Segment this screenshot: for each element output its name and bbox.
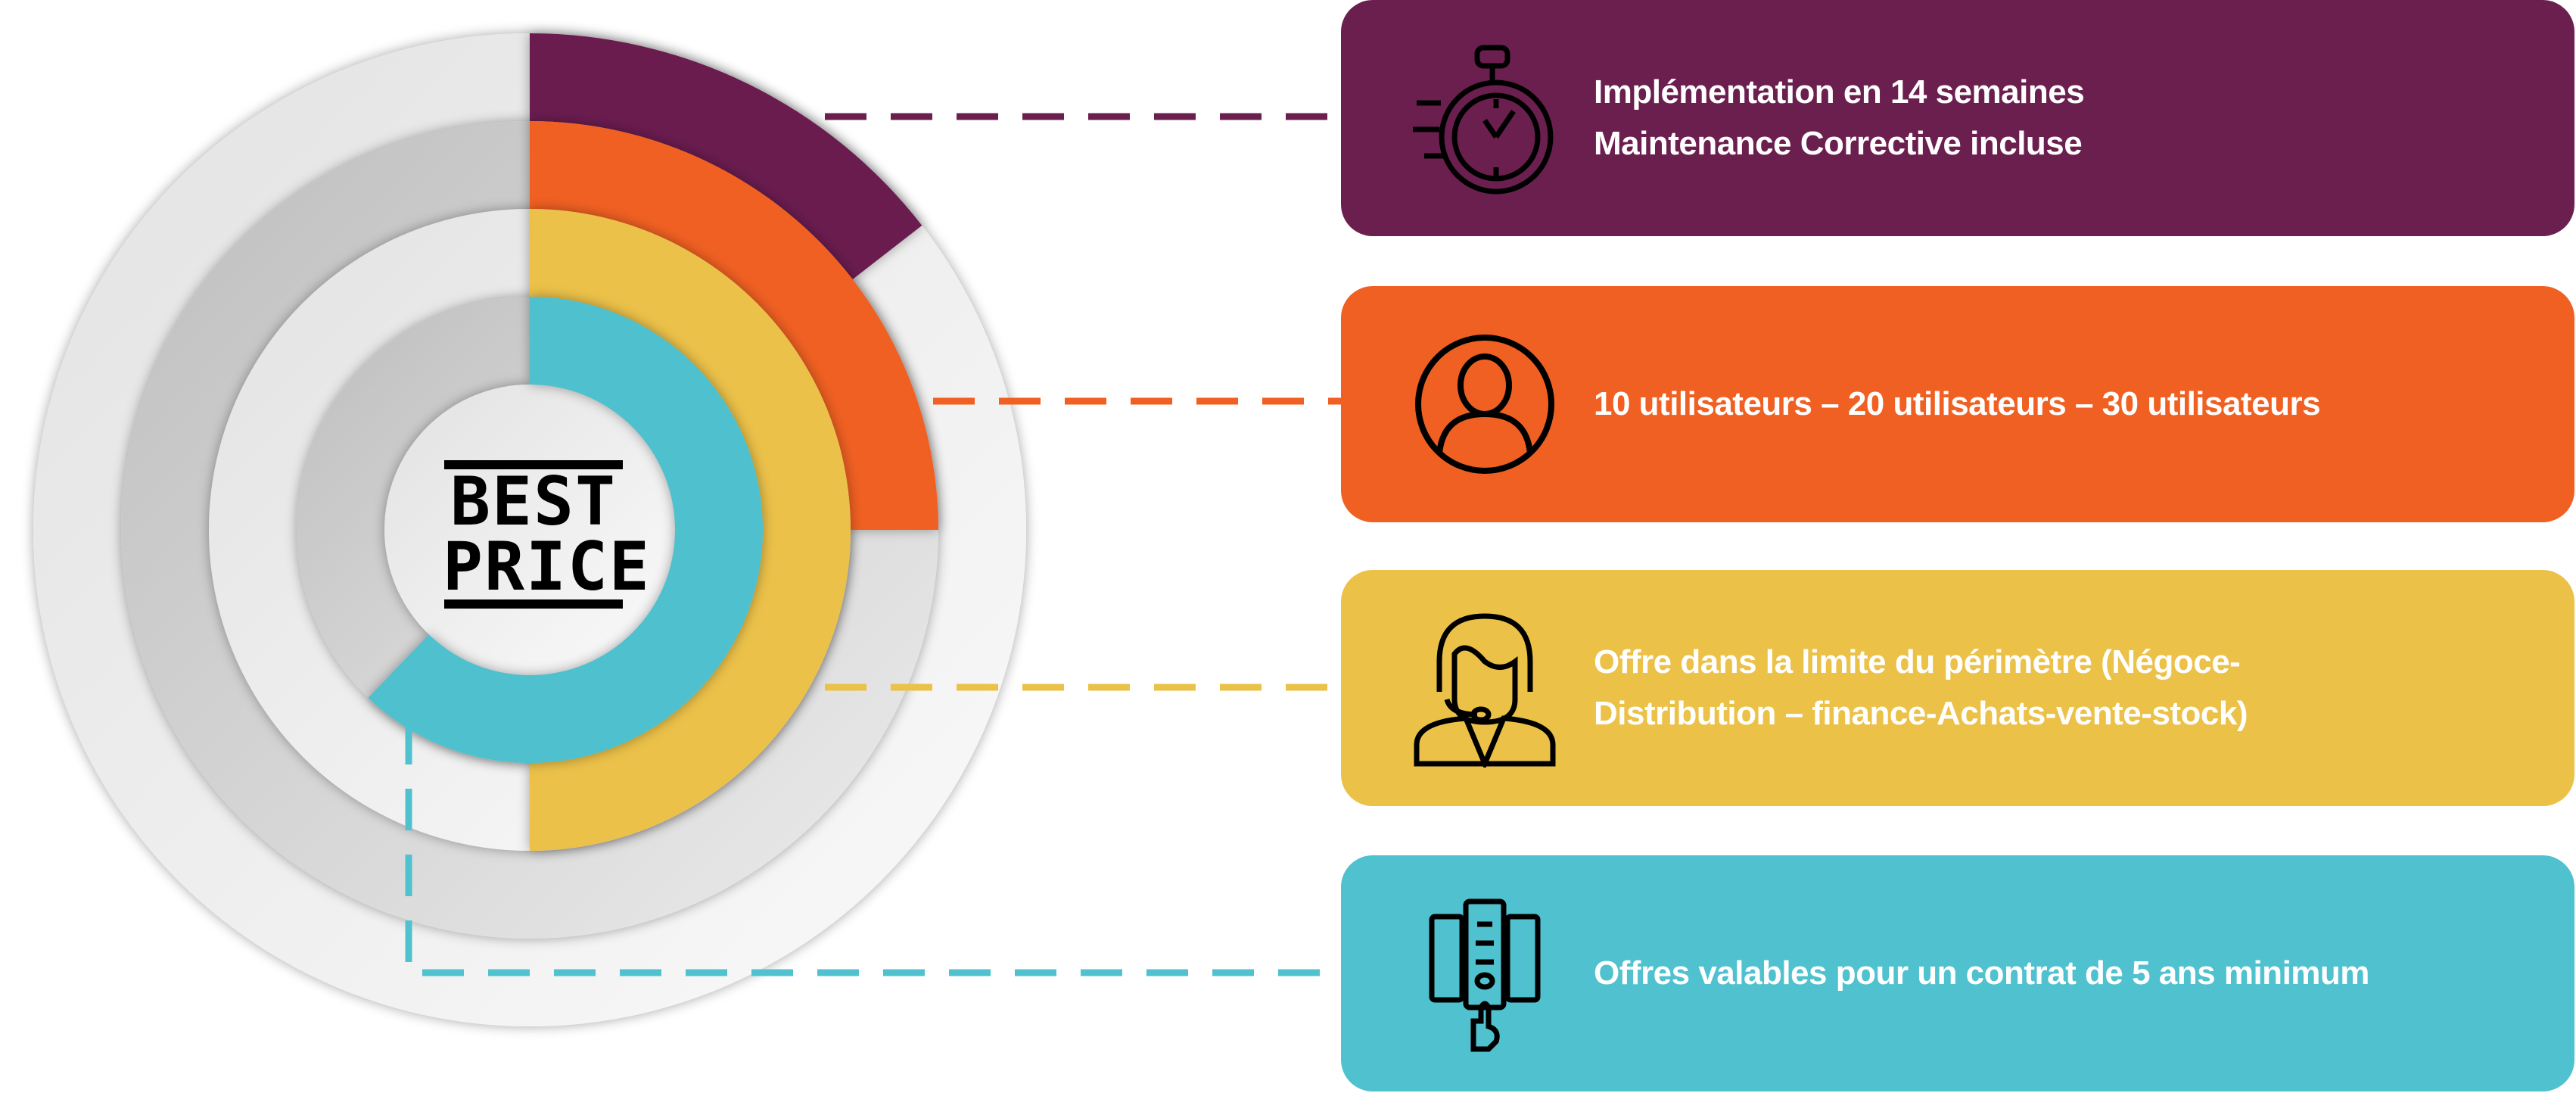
ring-arc-yellow (530, 209, 851, 851)
card-line: Offre dans la limite du périmètre (Négoc… (1594, 643, 2241, 680)
ring-arc-orange (530, 121, 938, 530)
logo-line2: PRICE (443, 528, 651, 606)
servers-touch-icon (1429, 898, 1541, 1052)
logo-top-bar (444, 460, 623, 469)
ring-arc-teal (368, 297, 763, 763)
logo-bottom-bar (444, 599, 623, 609)
support-agent-icon (1414, 613, 1556, 768)
card-users: 10 utilisateurs – 20 utilisateurs – 30 u… (1341, 286, 2574, 522)
stopwatch-icon (1413, 45, 1554, 195)
concentric-ring-chart (33, 33, 1341, 1026)
card-contract: Offres valables pour un contrat de 5 ans… (1341, 855, 2574, 1091)
card-line: Distribution – finance-Achats-vente-stoc… (1594, 695, 2248, 732)
card-text: Offres valables pour un contrat de 5 ans… (1594, 948, 2369, 999)
card-line: Maintenance Corrective incluse (1594, 125, 2083, 162)
logo-line1: BEST (450, 462, 617, 540)
card-line: 10 utilisateurs – 20 utilisateurs – 30 u… (1594, 385, 2321, 422)
ring-arc-purple (530, 33, 922, 280)
best-price-logo: BEST PRICE (443, 460, 651, 609)
connector-teal (405, 723, 1341, 976)
card-text: 10 utilisateurs – 20 utilisateurs – 30 u… (1594, 378, 2321, 430)
user-icon (1415, 335, 1554, 474)
dashed-connectors (405, 113, 1341, 976)
card-line: Implémentation en 14 semaines (1594, 73, 2085, 111)
card-line: Offres valables pour un contrat de 5 ans… (1594, 954, 2369, 992)
card-text: Implémentation en 14 semaines Maintenanc… (1594, 67, 2085, 170)
card-text: Offre dans la limite du périmètre (Négoc… (1594, 637, 2248, 740)
card-scope: Offre dans la limite du périmètre (Négoc… (1341, 570, 2574, 806)
card-implementation: Implémentation en 14 semaines Maintenanc… (1341, 0, 2574, 236)
